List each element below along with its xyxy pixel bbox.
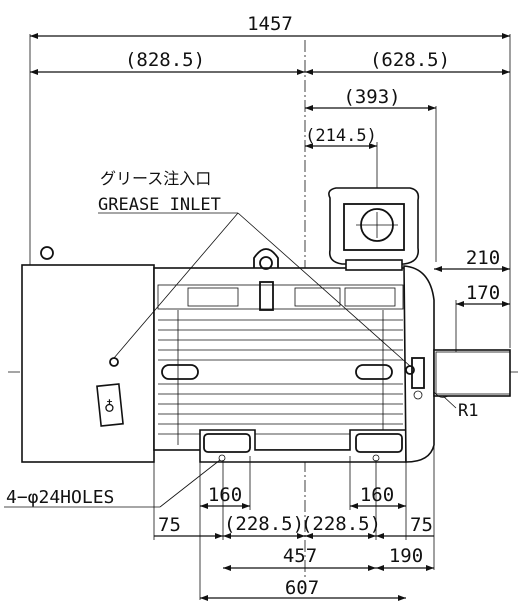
half-span-right-label: (228.5) (301, 513, 381, 535)
terminal-center-offset-label: (214.5) (305, 126, 377, 146)
right-edge-offset-label: 75 (410, 514, 433, 536)
grease-label-jp: グリース注入口 (100, 169, 211, 188)
half-span-left-label: (228.5) (224, 513, 304, 535)
right-length-label: (628.5) (370, 49, 450, 71)
span-dimensions: 457 190 607 (200, 545, 434, 601)
cooling-fins (158, 319, 403, 435)
grease-label-en: GREASE INLET (98, 195, 221, 215)
shaft-radius-label: R1 (458, 401, 478, 421)
foot-width-left-label: 160 (208, 484, 242, 506)
dimension-terminal-box: (393) (214.5) (305, 86, 437, 262)
terminal-box-offset-label: (393) (343, 86, 400, 108)
grease-inlet-callout: グリース注入口 GREASE INLET (98, 169, 415, 375)
offset-dimensions: 75 (228.5) (228.5) 75 (154, 513, 434, 539)
overall-length-label: 1457 (247, 13, 293, 35)
mounting-feet (199, 429, 407, 463)
shaft (433, 349, 511, 398)
svg-text:♁: ♁ (104, 395, 115, 416)
shaft-length-label: 210 (466, 247, 500, 269)
dimension-left-right: (828.5) (628.5) (30, 49, 510, 75)
fan-cover: ♁ (21, 246, 155, 463)
foot-span-label: 457 (283, 545, 317, 567)
terminal-box (328, 187, 420, 271)
holes-label: 4−φ24HOLES (6, 487, 114, 508)
left-length-label: (828.5) (125, 49, 205, 71)
shaft-to-foot-label: 190 (389, 545, 423, 567)
dimension-overall: 1457 (29, 13, 511, 348)
left-edge-offset-label: 75 (158, 514, 181, 536)
drive-end-bracket (403, 265, 435, 463)
foot-width-dimensions: 160 160 (153, 396, 435, 600)
foot-width-right-label: 160 (360, 484, 394, 506)
shaft-dimensions: 210 170 R1 (434, 247, 510, 421)
stator-frame (153, 248, 407, 451)
base-length-label: 607 (285, 577, 319, 599)
key-length-label: 170 (466, 282, 500, 304)
holes-callout: 4−φ24HOLES (4, 459, 221, 508)
